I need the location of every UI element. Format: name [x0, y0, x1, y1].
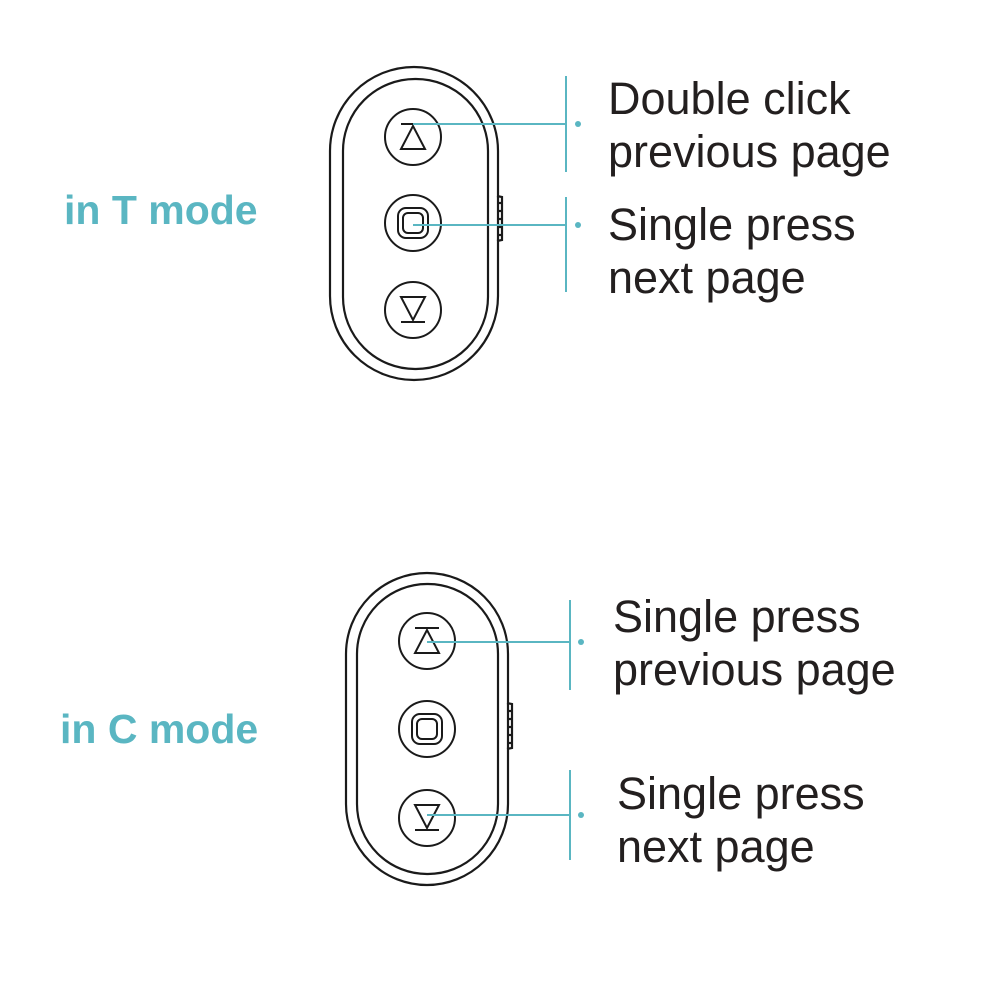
up-arrow-icon [399, 123, 427, 150]
remote-body-inner [355, 582, 500, 876]
up-button-t[interactable] [384, 108, 442, 166]
callout-leaders-c [427, 600, 584, 860]
mode-label-t: in T mode [64, 187, 258, 233]
remote-c-mode [344, 571, 514, 887]
callout-line-1: Double click [608, 73, 851, 124]
remote-t-mode [328, 65, 504, 382]
square-icon [397, 207, 429, 239]
callout-c-next: Single press next page [617, 767, 865, 873]
down-button-t[interactable] [384, 281, 442, 339]
callout-t-next: Single press next page [608, 198, 856, 304]
square-icon [411, 713, 443, 745]
down-arrow-icon [399, 296, 427, 323]
remote-body-outer [344, 571, 510, 887]
mode-label-c: in C mode [60, 706, 259, 752]
remote-body-outer [328, 65, 500, 382]
callout-line-1: Single press [617, 768, 865, 819]
callout-line-2: next page [617, 821, 815, 872]
callout-line-1: Single press [613, 591, 861, 642]
up-arrow-icon [413, 627, 441, 654]
callout-line-2: previous page [608, 126, 891, 177]
center-button-c[interactable] [398, 700, 456, 758]
callout-t-previous: Double click previous page [608, 72, 891, 178]
down-button-c[interactable] [398, 789, 456, 847]
callout-line-2: previous page [613, 644, 896, 695]
center-button-t[interactable] [384, 194, 442, 252]
callout-line-1: Single press [608, 199, 856, 250]
callout-c-previous: Single press previous page [613, 590, 896, 696]
callout-leaders-t [413, 76, 581, 292]
callout-line-2: next page [608, 252, 806, 303]
down-arrow-icon [413, 804, 441, 831]
